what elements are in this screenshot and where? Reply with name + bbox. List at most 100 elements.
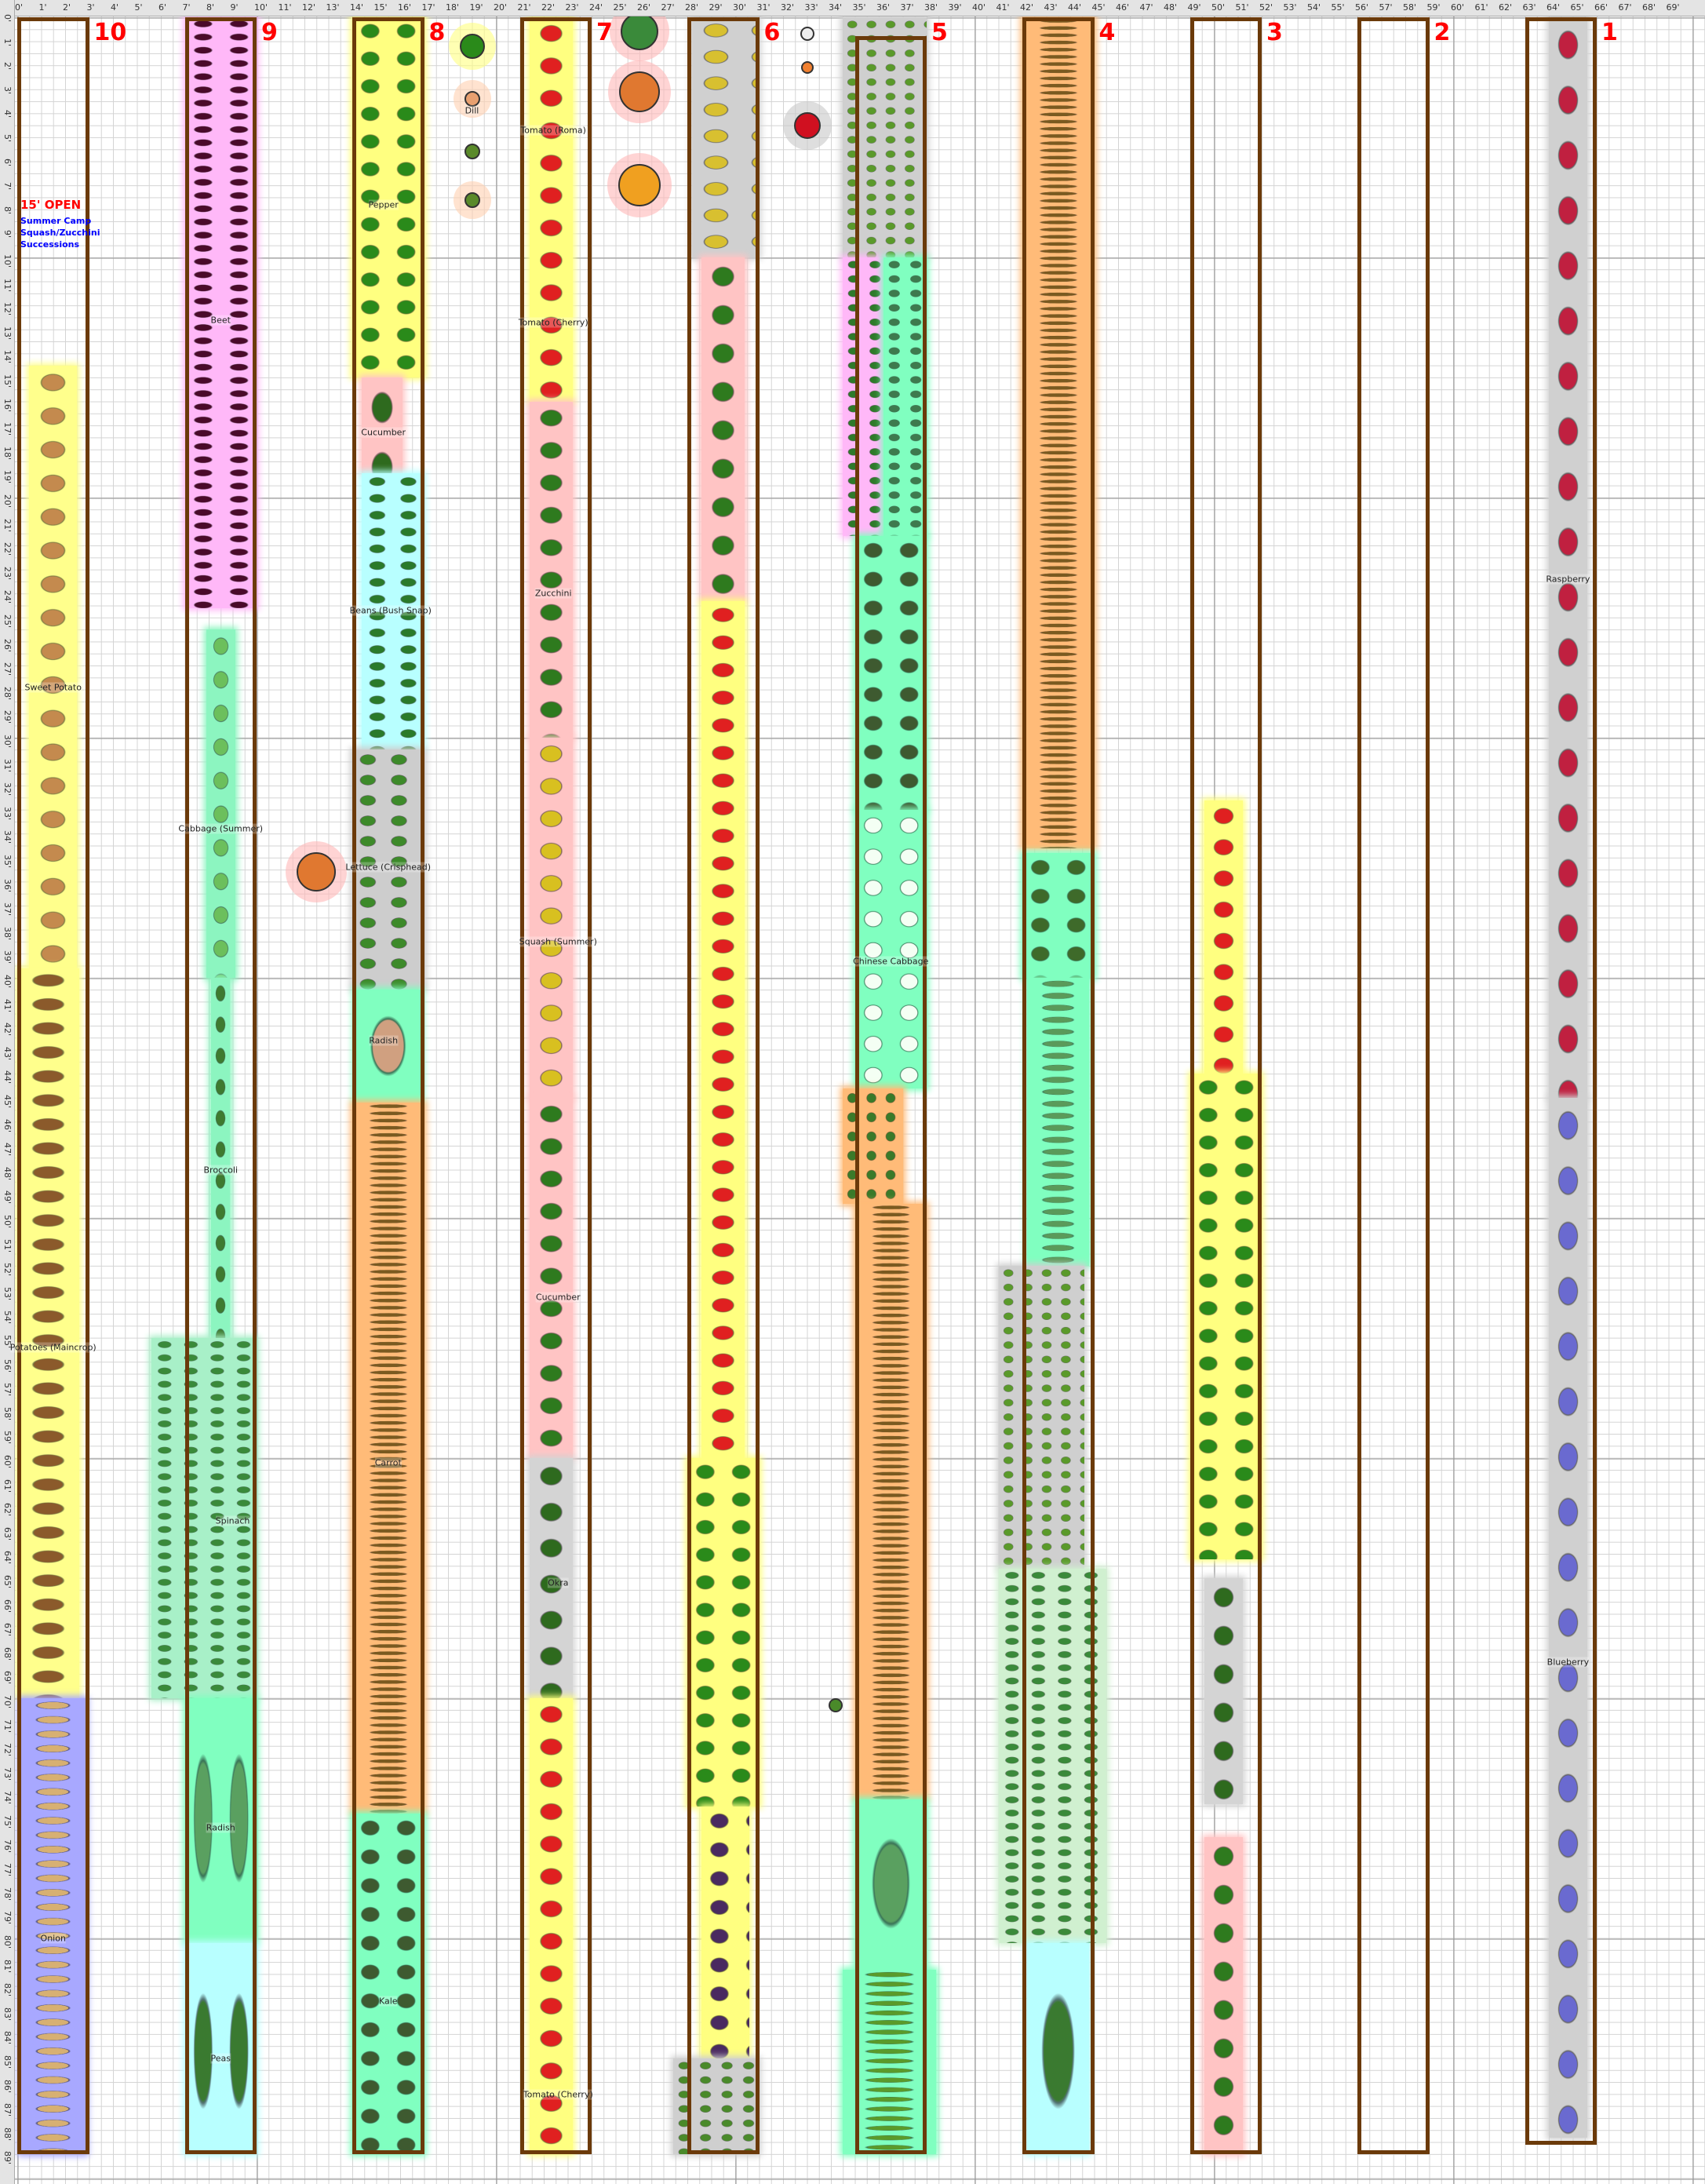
garden-bed-2[interactable] bbox=[1357, 17, 1430, 2155]
ruler-tick-label: 85' bbox=[2, 2055, 13, 2069]
pepper-planting-bed3[interactable] bbox=[1189, 1074, 1262, 1559]
garden-bed-4[interactable] bbox=[1022, 17, 1095, 2155]
garden-bed-8[interactable] bbox=[352, 17, 424, 2155]
ruler-tick-label: 39' bbox=[948, 2, 962, 13]
broccoli-planting[interactable] bbox=[211, 978, 231, 1338]
tomato-planting-bed7[interactable] bbox=[529, 17, 573, 402]
cucumber-planting-bed7[interactable] bbox=[529, 1098, 573, 1458]
radish-planting-bed9[interactable] bbox=[184, 1698, 257, 1944]
cabbage-planting[interactable] bbox=[206, 629, 235, 978]
cherry-tomato-planting[interactable] bbox=[529, 1698, 573, 2155]
plant-icons bbox=[211, 978, 231, 1338]
peas-planting[interactable] bbox=[184, 1943, 257, 2155]
bed-number-label: 10 bbox=[93, 19, 127, 46]
ruler-tick-label: 14' bbox=[2, 350, 13, 364]
ruler-tick-label: 29' bbox=[709, 2, 723, 13]
dill-icon[interactable] bbox=[464, 91, 480, 108]
ruler-tick-label: 0' bbox=[15, 2, 24, 13]
okra-planting-bed3[interactable] bbox=[1204, 1578, 1243, 1804]
ruler-tick-label: 13' bbox=[2, 326, 13, 340]
radish-planting-bed5[interactable] bbox=[854, 1799, 927, 1970]
tomato-planting-bed6[interactable] bbox=[701, 600, 745, 1458]
eggplant-planting[interactable] bbox=[701, 1806, 750, 2058]
ruler-tick-label: 33' bbox=[804, 2, 818, 13]
strawberry-icon[interactable] bbox=[793, 111, 821, 139]
corn-planting[interactable] bbox=[692, 17, 760, 257]
broccoli-planting-bed4[interactable] bbox=[1022, 852, 1095, 978]
garden-bed-9[interactable] bbox=[184, 17, 257, 2155]
planting-label: Broccoli bbox=[203, 1165, 238, 1176]
zucchini-planting[interactable] bbox=[529, 401, 573, 738]
pepper-planting[interactable] bbox=[352, 17, 424, 377]
onion-planting[interactable] bbox=[20, 1698, 87, 2155]
garden-bed-7[interactable] bbox=[519, 17, 592, 2155]
herb-icon[interactable] bbox=[464, 191, 480, 208]
ruler-tick-label: 28' bbox=[2, 686, 13, 700]
herb-planting-bed5[interactable] bbox=[843, 1088, 903, 1204]
sweet-potato-planting[interactable] bbox=[29, 365, 78, 968]
watermelon-icon[interactable] bbox=[621, 13, 658, 51]
herb-icon[interactable] bbox=[829, 1698, 843, 1713]
chinese-cabbage-planting[interactable] bbox=[854, 809, 927, 1088]
ruler-tick-label: 38' bbox=[2, 926, 13, 940]
carrot-planting-bed4[interactable] bbox=[1022, 17, 1095, 848]
okra-planting[interactable] bbox=[529, 1458, 573, 1698]
carrot-planting-bed5[interactable] bbox=[854, 1203, 927, 1799]
raspberry-planting[interactable] bbox=[1549, 17, 1587, 1098]
plant-icons bbox=[184, 1698, 257, 1944]
garden-bed-3[interactable] bbox=[1189, 17, 1262, 2155]
vine-planting-bed6[interactable] bbox=[672, 2058, 760, 2155]
garden-bed-6[interactable] bbox=[687, 17, 760, 2155]
bed-number-label: 4 bbox=[1098, 19, 1116, 46]
ruler-tick-label: 61' bbox=[1474, 2, 1488, 13]
kale-planting-bed5[interactable] bbox=[854, 535, 927, 810]
plant-icons bbox=[843, 1088, 903, 1204]
beet-greens-planting-bed5[interactable] bbox=[843, 257, 884, 536]
ruler-tick-label: 60' bbox=[2, 1455, 13, 1469]
ruler-tick-label: 32' bbox=[2, 782, 13, 797]
summer-squash-planting[interactable] bbox=[529, 738, 573, 1098]
ruler-tick-label: 80' bbox=[2, 1935, 13, 1949]
ruler-tick-label: 34' bbox=[829, 2, 843, 13]
plant-icons bbox=[352, 749, 424, 990]
radish-planting-bed8[interactable] bbox=[355, 990, 422, 1103]
pepper-planting-bed6[interactable] bbox=[687, 1458, 760, 1807]
spinach-planting-bed4[interactable] bbox=[998, 1568, 1106, 1944]
cantaloupe-icon[interactable] bbox=[297, 852, 337, 892]
herb-icon[interactable] bbox=[464, 144, 480, 160]
beet-planting[interactable] bbox=[184, 17, 257, 608]
peas-planting-bed4[interactable] bbox=[1027, 1943, 1090, 2155]
kale-planting[interactable] bbox=[352, 1813, 424, 2155]
carrot-planting[interactable] bbox=[352, 1103, 424, 1814]
planting-label: Chinese Cabbage bbox=[853, 956, 929, 967]
blueberry-planting[interactable] bbox=[1549, 1098, 1587, 2138]
pumpkin-icon[interactable] bbox=[618, 164, 661, 207]
lettuce-planting[interactable] bbox=[352, 749, 424, 990]
spinach-planting-bed5[interactable] bbox=[883, 257, 927, 536]
pepper-icon[interactable] bbox=[459, 33, 485, 59]
greens-border-planting-bed4[interactable] bbox=[998, 1266, 1085, 1569]
ruler-tick-label: 50' bbox=[1211, 2, 1226, 13]
cucumber-planting-bed8[interactable] bbox=[362, 377, 403, 474]
plant-icons bbox=[151, 1338, 257, 1698]
garden-bed-10[interactable] bbox=[17, 17, 89, 2155]
carrot-icon[interactable] bbox=[800, 61, 814, 75]
garlic-icon[interactable] bbox=[800, 27, 814, 42]
bush-bean-planting[interactable] bbox=[362, 473, 424, 750]
tomato-planting-bed3[interactable] bbox=[1204, 800, 1243, 1074]
plant-icons bbox=[701, 1806, 750, 2058]
cucumber-planting-bed3[interactable] bbox=[1204, 1837, 1243, 2155]
bed-number-label: 7 bbox=[596, 19, 613, 46]
ruler-tick-label: 2' bbox=[2, 62, 13, 71]
cucumber-planting-bed6[interactable] bbox=[701, 257, 745, 601]
ruler-tick-label: 57' bbox=[2, 1383, 13, 1397]
spinach-planting[interactable] bbox=[151, 1338, 257, 1698]
ruler-tick-label: 3' bbox=[2, 86, 13, 94]
garden-bed-5[interactable] bbox=[854, 36, 927, 2155]
ruler-tick-label: 27' bbox=[2, 662, 13, 676]
plant-icons bbox=[1204, 1837, 1243, 2155]
potato-planting[interactable] bbox=[17, 968, 80, 1698]
cantaloupe-icon[interactable] bbox=[619, 71, 660, 112]
radish-planting-bed4[interactable] bbox=[1027, 978, 1090, 1267]
garden-bed-1[interactable] bbox=[1525, 17, 1597, 2146]
